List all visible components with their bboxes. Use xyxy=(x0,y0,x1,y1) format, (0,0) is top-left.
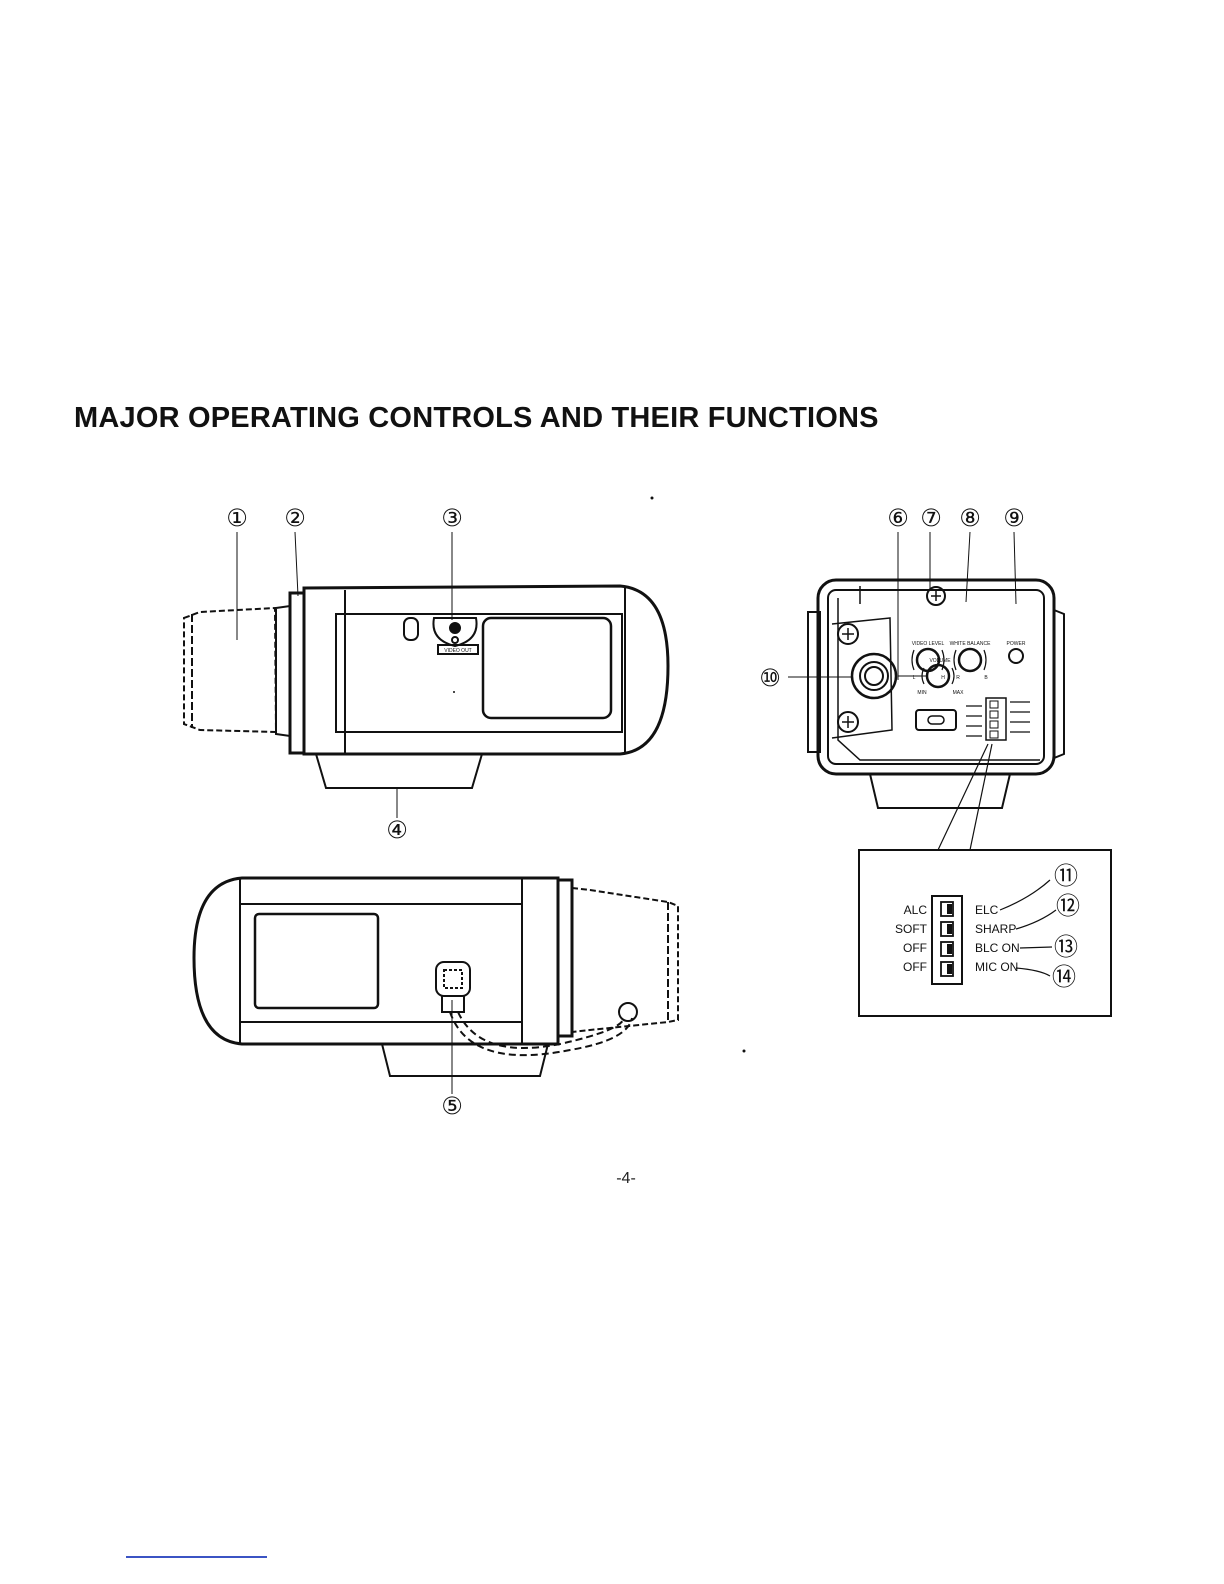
camera-other-side-view xyxy=(194,878,678,1094)
camera-rear-view: VIDEO LEVEL L H WHITE BALANCE R B POWER … xyxy=(788,532,1064,850)
callout-9: ⑨ xyxy=(1003,504,1025,532)
video-level-label: VIDEO LEVEL xyxy=(912,641,945,647)
callout-1: ① xyxy=(226,504,248,532)
camera-side-view: VIDEO OUT xyxy=(184,532,668,818)
switch-right-label-sharp: SHARP xyxy=(975,922,1016,936)
callout-10: ⑩ xyxy=(759,664,781,692)
wb-b-label: B xyxy=(984,675,988,681)
switch-right-label-elc: ELC xyxy=(975,903,999,917)
callout-12: ⑫ xyxy=(1056,892,1080,920)
switch-left-label-2: SOFT xyxy=(895,922,928,936)
callout-7: ⑦ xyxy=(920,504,942,532)
callout-13: ⑬ xyxy=(1054,933,1078,961)
page-number: -4- xyxy=(596,1170,656,1188)
callout-14: ⑭ xyxy=(1052,963,1076,991)
callout-8: ⑧ xyxy=(959,504,981,532)
volume-label: VOLUME xyxy=(929,658,951,664)
wb-r-label: R xyxy=(956,675,960,681)
callout-3: ③ xyxy=(441,504,463,532)
white-balance-label: WHITE BALANCE xyxy=(950,641,992,647)
switch-right-label-blc: BLC ON xyxy=(975,941,1020,955)
callout-4: ④ xyxy=(386,816,408,844)
switch-left-label-4: OFF xyxy=(903,960,927,974)
volume-max-label: MAX xyxy=(953,690,965,696)
switch-right-label-mic: MIC ON xyxy=(975,960,1018,974)
footer-rule xyxy=(126,1556,267,1558)
power-label: POWER xyxy=(1007,641,1026,647)
level-h-label: H xyxy=(941,675,945,681)
callout-6: ⑥ xyxy=(887,504,909,532)
volume-min-label: MIN xyxy=(917,690,927,696)
video-out-label: VIDEO OUT xyxy=(444,648,472,654)
callout-5: ⑤ xyxy=(441,1092,463,1120)
switch-left-label-3: OFF xyxy=(903,941,927,955)
callout-11: ⑪ xyxy=(1054,862,1078,890)
callout-2: ② xyxy=(284,504,306,532)
switch-left-label-1: ALC xyxy=(904,903,928,917)
